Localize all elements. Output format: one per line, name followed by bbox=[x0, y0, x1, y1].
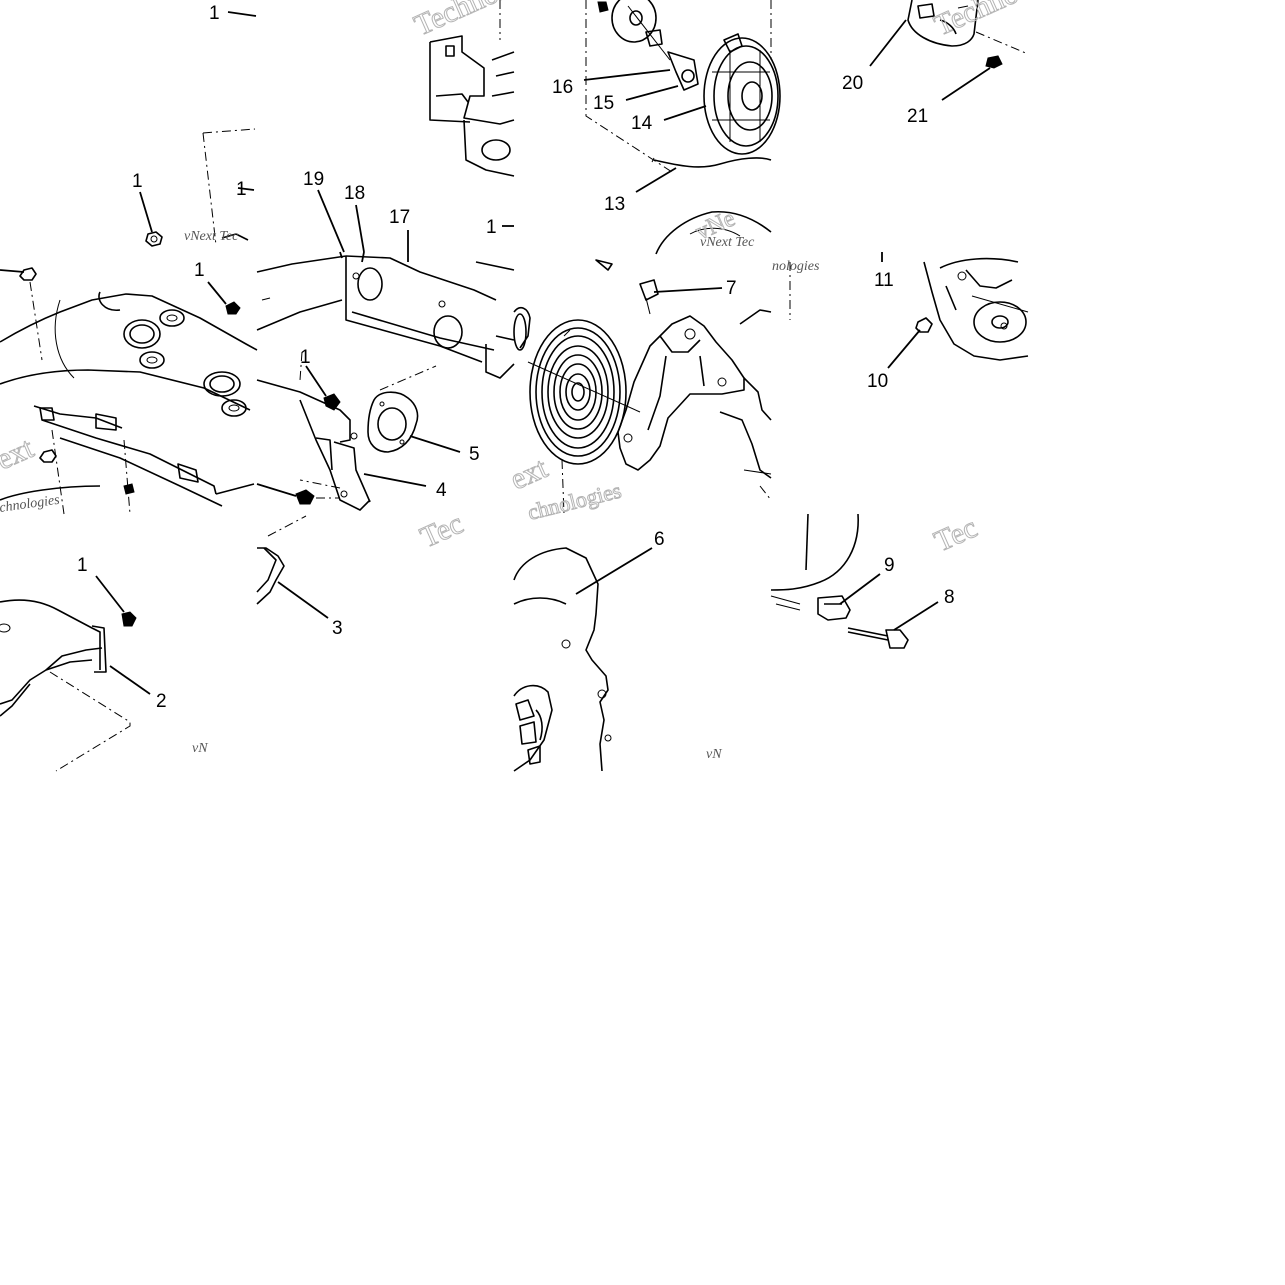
tile-mid-4 bbox=[789, 252, 1029, 369]
tile-bottom-2 bbox=[256, 515, 329, 619]
nut bbox=[19, 267, 37, 281]
tile-mid-3 bbox=[513, 259, 772, 515]
callout-3: 3 bbox=[332, 618, 343, 639]
callout-2: 2 bbox=[156, 691, 167, 712]
bracket bbox=[817, 595, 851, 621]
callout-labels: 1 1 1 1 1 1 1 1 2 3 4 5 6 7 8 9 10 11 13… bbox=[77, 3, 955, 712]
tile-top-2 bbox=[317, 0, 515, 257]
callout-1: 1 bbox=[77, 555, 88, 576]
callout-18: 18 bbox=[344, 183, 365, 204]
tile-bottom-4 bbox=[770, 513, 939, 649]
callout-17: 17 bbox=[389, 207, 410, 228]
callout-1: 1 bbox=[194, 260, 205, 281]
callout-6: 6 bbox=[654, 529, 665, 550]
nut bbox=[39, 449, 57, 463]
tile-top-left bbox=[139, 11, 257, 247]
callout-9: 9 bbox=[884, 555, 895, 576]
nut bbox=[121, 611, 137, 627]
watermark: Tec bbox=[929, 511, 982, 559]
starter-cup bbox=[907, 0, 979, 47]
engine-shroud bbox=[0, 291, 258, 507]
callout-1: 1 bbox=[486, 217, 497, 238]
recoil-spring bbox=[529, 319, 627, 465]
bolt bbox=[847, 627, 909, 649]
watermark: ext bbox=[0, 431, 39, 476]
tile-top-3 bbox=[583, 0, 781, 255]
callout-14: 14 bbox=[631, 113, 653, 134]
crankcase bbox=[923, 257, 1029, 361]
watermark: Tec bbox=[415, 507, 468, 555]
gasket bbox=[367, 391, 419, 453]
callout-5: 5 bbox=[469, 444, 480, 465]
bracket bbox=[0, 599, 107, 717]
nut bbox=[597, 1, 609, 13]
watermark: nologies bbox=[772, 259, 820, 274]
callout-1: 1 bbox=[209, 3, 220, 24]
callout-1: 1 bbox=[132, 171, 143, 192]
callout-8: 8 bbox=[944, 587, 955, 608]
recoil-housing bbox=[617, 309, 772, 479]
nut bbox=[225, 301, 241, 315]
bolt bbox=[323, 393, 341, 411]
watermark: vN bbox=[192, 741, 208, 756]
callout-16: 16 bbox=[552, 77, 573, 98]
watermark: Techno bbox=[929, 0, 1023, 42]
watermark: vNext Tec bbox=[700, 235, 755, 250]
bracket bbox=[256, 379, 371, 511]
bolt bbox=[295, 489, 315, 505]
callout-7: 7 bbox=[726, 278, 737, 299]
washer bbox=[611, 0, 657, 43]
nut bbox=[123, 483, 135, 495]
callout-13: 13 bbox=[604, 194, 625, 215]
tile-bottom-left bbox=[0, 575, 151, 772]
clip bbox=[256, 547, 285, 605]
callout-21: 21 bbox=[907, 106, 928, 127]
callout-10: 10 bbox=[867, 371, 888, 392]
recoil-pulley bbox=[703, 37, 781, 155]
watermark: vNext Tec bbox=[184, 229, 239, 244]
callout-11: 11 bbox=[874, 270, 894, 291]
bolt bbox=[985, 55, 1003, 69]
tile-bottom-3 bbox=[513, 547, 653, 772]
tile-top-4 bbox=[869, 0, 1029, 101]
watermark: ext bbox=[505, 451, 553, 496]
callout-15: 15 bbox=[593, 93, 614, 114]
hex-nut bbox=[145, 231, 163, 247]
tile-mid-2 bbox=[256, 251, 515, 511]
bolt bbox=[639, 279, 659, 315]
tile-mid-left bbox=[0, 267, 258, 515]
nut bbox=[915, 317, 933, 333]
callout-1: 1 bbox=[236, 179, 247, 200]
shroud-panel bbox=[256, 255, 515, 379]
callout-1: 1 bbox=[300, 347, 311, 368]
watermark: vN bbox=[706, 747, 722, 762]
fan-shroud bbox=[513, 547, 612, 772]
callout-20: 20 bbox=[842, 73, 863, 94]
callout-19: 19 bbox=[303, 169, 324, 190]
callout-4: 4 bbox=[436, 480, 447, 501]
